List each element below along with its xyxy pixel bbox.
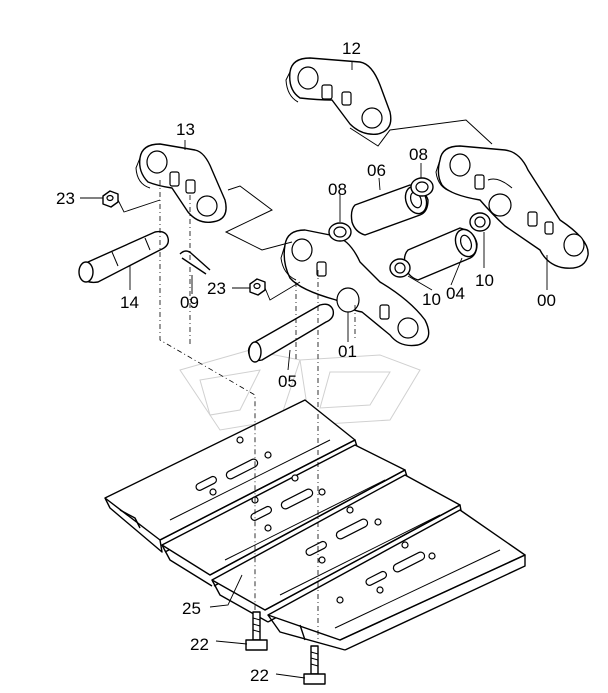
label-04: 04	[446, 284, 465, 303]
label-05: 05	[278, 372, 297, 391]
bolt-22-right	[303, 645, 326, 685]
label-22-left: 22	[190, 635, 209, 654]
part-labels: 12 13 23 06 08 08 14 09 23 10 04 10 00 0…	[56, 39, 556, 685]
bolt-22-left	[245, 611, 268, 651]
nut-23-lower	[249, 278, 266, 296]
pin-05	[247, 303, 335, 363]
label-13: 13	[176, 120, 195, 139]
label-23-lower: 23	[207, 279, 226, 298]
link-01	[280, 229, 430, 347]
label-22-right: 22	[250, 666, 269, 685]
label-06: 06	[367, 161, 386, 180]
label-09: 09	[180, 293, 199, 312]
label-23-upper: 23	[56, 189, 75, 208]
link-12	[285, 57, 392, 135]
cotter-pin-09	[179, 250, 211, 275]
pin-14	[78, 230, 170, 284]
seal-ring-10-left	[389, 258, 411, 278]
label-08-left: 08	[328, 180, 347, 199]
label-12: 12	[342, 39, 361, 58]
label-00: 00	[537, 291, 556, 310]
label-08-right: 08	[409, 145, 428, 164]
label-01: 01	[338, 342, 357, 361]
label-10-left: 10	[422, 290, 441, 309]
seal-ring-08-right	[410, 177, 434, 197]
label-25: 25	[182, 599, 201, 618]
link-13	[135, 143, 227, 223]
nut-23-upper	[102, 190, 119, 208]
label-10-right: 10	[475, 271, 494, 290]
label-14: 14	[120, 293, 139, 312]
track-shoe-assembly	[104, 399, 526, 651]
shoe-holes	[195, 436, 436, 604]
bushing-04	[403, 227, 478, 281]
link-00	[435, 145, 589, 269]
assembly-lines	[159, 119, 493, 640]
leader-lines	[80, 62, 548, 679]
seal-ring-10-right	[469, 212, 491, 232]
seal-ring-08-left	[328, 222, 352, 242]
